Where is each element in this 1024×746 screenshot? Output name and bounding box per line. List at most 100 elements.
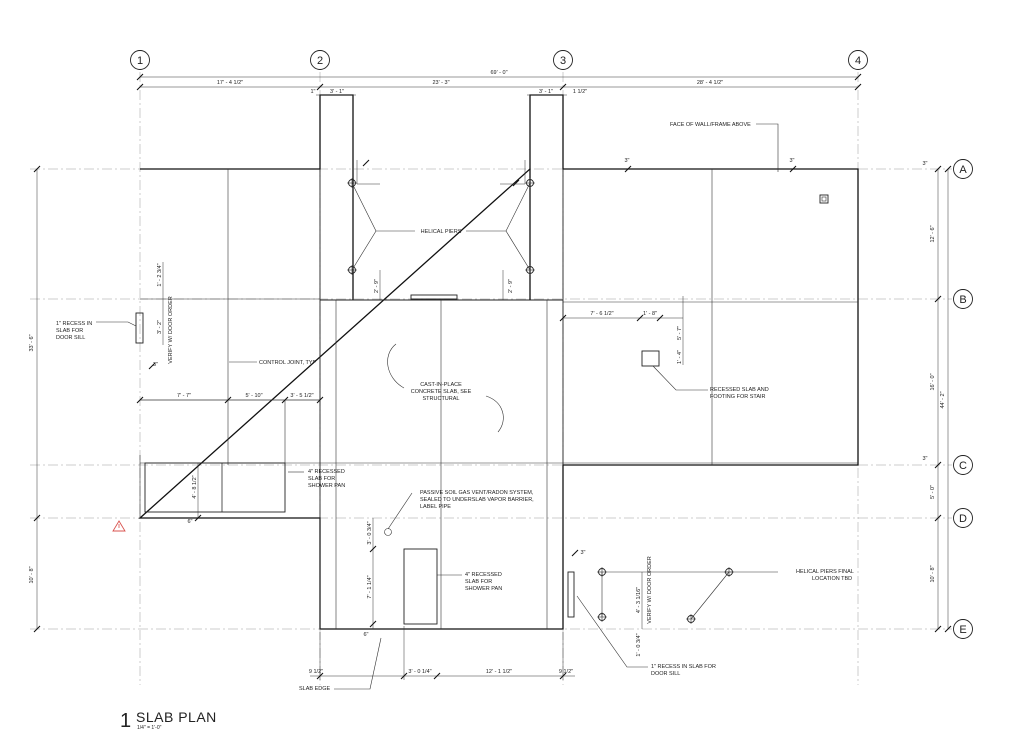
top-dimensions: 69' - 0" 17' - 4 1/2" 23' - 3" 28' - 4 1… [136,70,862,96]
svg-text:3": 3" [922,161,927,167]
svg-text:12' - 1 1/2": 12' - 1 1/2" [486,669,512,675]
svg-text:CONTROL JOINT, TYP: CONTROL JOINT, TYP [259,360,316,366]
svg-text:1": 1" [310,89,315,95]
drawing-title: 1 SLAB PLAN 1/4" = 1'-0" [120,709,217,732]
svg-text:10' - 8": 10' - 8" [29,566,35,583]
svg-text:12' - 6": 12' - 6" [930,225,936,242]
svg-text:7' - 6 1/2": 7' - 6 1/2" [590,311,613,317]
svg-text:STRUCTURAL: STRUCTURAL [423,396,460,402]
svg-text:SLAB FOR: SLAB FOR [56,328,83,334]
svg-text:B: B [959,294,966,306]
radon-vent-symbol [384,528,392,536]
shower-row-dimensions: 7' - 7" 5' - 10" 3' - 5 1/2" [136,393,324,404]
svg-text:3' - 1": 3' - 1" [330,89,344,95]
svg-text:HELICAL PIERS FINAL: HELICAL PIERS FINAL [796,569,854,575]
svg-text:1" RECESS IN: 1" RECESS IN [56,321,92,327]
note-control-joint: CONTROL JOINT, TYP [229,360,316,366]
svg-text:SLAB FOR: SLAB FOR [465,579,492,585]
svg-text:3": 3" [789,158,794,164]
svg-text:HELICAL PIERS: HELICAL PIERS [421,229,462,235]
svg-text:28' - 4 1/2": 28' - 4 1/2" [697,80,723,86]
helical-pier-symbols: HELICAL PIERS 2' - 9" 2' - 9" [347,159,535,300]
svg-text:SEALED TO UNDERSLAB VAPOR BARR: SEALED TO UNDERSLAB VAPOR BARRIER, [420,497,534,503]
note-cast-in-place: CAST-IN-PLACE CONCRETE SLAB, SEE STRUCTU… [387,343,504,433]
svg-text:1 1/2": 1 1/2" [573,89,587,95]
svg-text:6": 6" [187,519,192,525]
grid-bubble-c: C [953,455,973,475]
svg-text:SLAB EDGE: SLAB EDGE [299,686,331,692]
grid-bubble-1: 1 [130,50,150,70]
grid-bubble-b: B [953,289,973,309]
grid-bubble-e: E [953,619,973,639]
svg-text:1' - 2 3/4": 1' - 2 3/4" [157,263,163,286]
svg-text:LOCATION TBD: LOCATION TBD [812,576,852,582]
svg-text:4' - 8 1/2": 4' - 8 1/2" [192,475,198,498]
right-door-recess: 3" 4' - 3 1/16" 1' - 0 3/4" VERIFY W/ DO… [567,549,716,677]
warning-triangle-icon [112,520,126,532]
bottom-dimensions: 9 1/2" 3' - 0 1/4" 12' - 1 1/2" 9 1/2" S… [299,626,575,692]
svg-text:69' - 0": 69' - 0" [490,70,507,76]
svg-text:FACE OF WALL/FRAME ABOVE: FACE OF WALL/FRAME ABOVE [670,122,751,128]
svg-text:5' - 0": 5' - 0" [930,485,936,499]
grid-bubble-a: A [953,159,973,179]
svg-text:7' - 1 1/4": 7' - 1 1/4" [367,575,373,598]
svg-text:RECESSED SLAB AND: RECESSED SLAB AND [710,387,769,393]
svg-text:SLAB PLAN: SLAB PLAN [136,709,217,725]
svg-text:1' - 0 3/4": 1' - 0 3/4" [636,633,642,656]
svg-text:4: 4 [855,55,861,67]
svg-text:DOOR SILL: DOOR SILL [651,671,680,677]
left-door-recess: 1" RECESS IN SLAB FOR DOOR SILL 1' - 2 3… [56,262,174,370]
svg-text:10' - 8": 10' - 8" [930,565,936,582]
svg-text:5' - 10": 5' - 10" [245,393,262,399]
svg-text:PASSIVE SOIL GAS VENT/RADON SY: PASSIVE SOIL GAS VENT/RADON SYSTEM, [420,490,534,496]
svg-text:4" RECESSED: 4" RECESSED [465,572,502,578]
svg-text:3": 3" [580,550,585,556]
svg-text:4" RECESSED: 4" RECESSED [308,469,345,475]
svg-text:1: 1 [120,710,131,732]
svg-text:3": 3" [153,362,158,368]
floor-drain-symbol [819,194,829,204]
svg-text:1/4" = 1'-0": 1/4" = 1'-0" [137,725,162,731]
svg-text:33' - 6": 33' - 6" [29,334,35,351]
svg-text:LABEL PIPE: LABEL PIPE [420,504,451,510]
svg-text:5' - 7": 5' - 7" [677,326,683,340]
svg-text:3' - 2": 3' - 2" [157,320,163,334]
svg-text:1' - 4": 1' - 4" [677,350,683,364]
svg-text:2' - 9": 2' - 9" [374,279,380,293]
svg-text:9 1/2": 9 1/2" [559,669,573,675]
svg-text:FOOTING FOR STAIR: FOOTING FOR STAIR [710,394,766,400]
svg-text:DOOR SILL: DOOR SILL [56,335,85,341]
helical-piers-tbd: HELICAL PIERS FINAL LOCATION TBD [597,567,854,624]
svg-text:3' - 0 1/4": 3' - 0 1/4" [408,669,431,675]
svg-text:3": 3" [922,456,927,462]
svg-text:C: C [959,460,967,472]
note-face-of-wall: FACE OF WALL/FRAME ABOVE 3" 3" [624,122,797,173]
svg-text:3: 3 [560,55,566,67]
svg-text:9 1/2": 9 1/2" [309,669,323,675]
shower-pan-1: 4' - 8 1/2" 6" 4" RECESSED SLAB FOR SHOW… [144,462,345,525]
svg-text:2' - 9": 2' - 9" [508,279,514,293]
svg-text:VERIFY W/ DOOR ORDER: VERIFY W/ DOOR ORDER [168,296,174,363]
svg-text:17' - 4 1/2": 17' - 4 1/2" [217,80,243,86]
grid-bubble-4: 4 [848,50,868,70]
shower-pan-2: 3' - 0 3/4" 7' - 1 1/4" 6" 4" RECESSED S… [363,518,502,638]
svg-text:1' - 8": 1' - 8" [643,311,657,317]
svg-text:2: 2 [317,55,323,67]
stair-recess: 7' - 6 1/2" 1' - 8" 5' - 7" 1' - 4" RECE… [559,296,769,400]
svg-text:SHOWER PAN: SHOWER PAN [308,483,345,489]
svg-text:E: E [959,624,966,636]
svg-text:SLAB FOR: SLAB FOR [308,476,335,482]
svg-text:23' - 3": 23' - 3" [432,80,449,86]
note-radon-system: PASSIVE SOIL GAS VENT/RADON SYSTEM, SEAL… [384,490,534,536]
svg-text:1: 1 [137,55,143,67]
svg-text:1" RECESS IN SLAB FOR: 1" RECESS IN SLAB FOR [651,664,716,670]
grid-bubble-3: 3 [553,50,573,70]
grid-bubble-2: 2 [310,50,330,70]
svg-text:VERIFY W/ DOOR ORDER: VERIFY W/ DOOR ORDER [647,556,653,623]
svg-text:44' - 2": 44' - 2" [940,391,946,408]
right-dimensions: 12' - 6" 16' - 0" 44' - 2" 5' - 0" 10' -… [922,161,952,633]
svg-text:6": 6" [363,632,368,638]
svg-text:3": 3" [624,158,629,164]
svg-text:3' - 0 3/4": 3' - 0 3/4" [367,521,373,544]
